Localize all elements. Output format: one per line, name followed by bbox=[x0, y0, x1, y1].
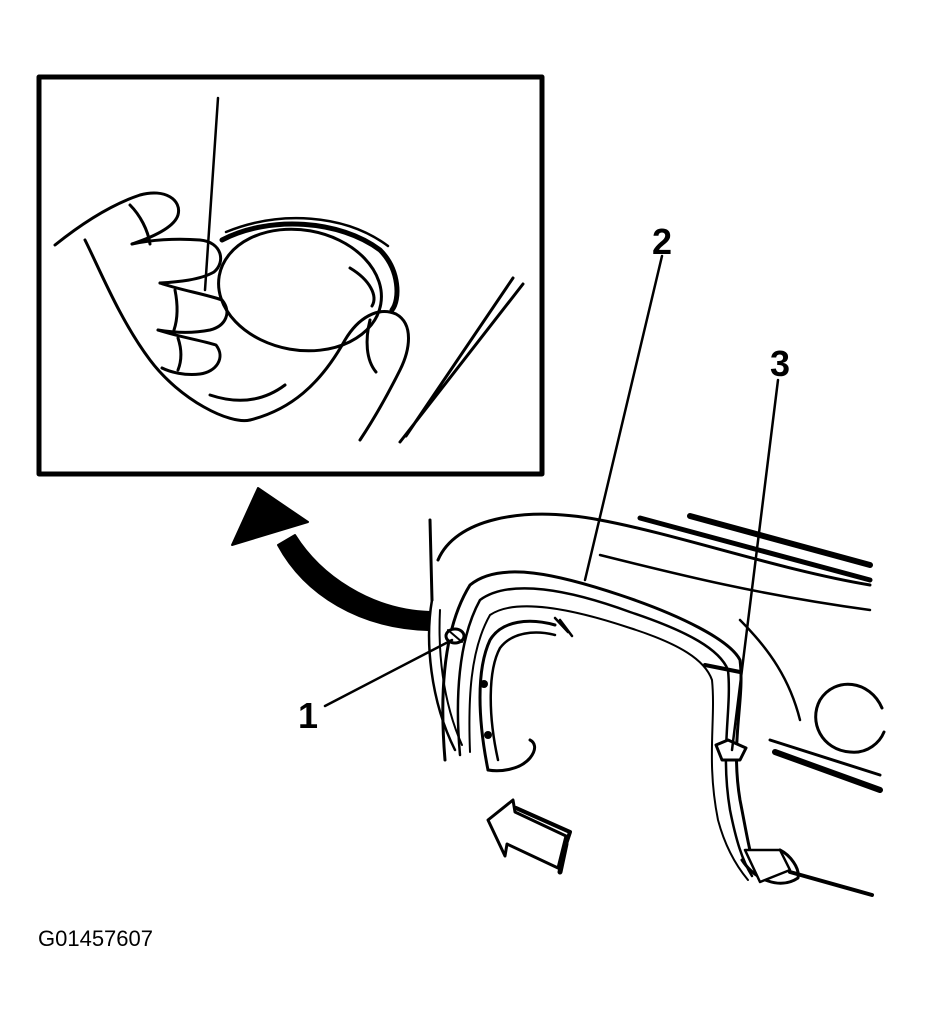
leader-line-1 bbox=[323, 638, 454, 708]
vehicle-body bbox=[427, 512, 886, 897]
figure-id: G01457607 bbox=[38, 926, 153, 951]
right-hand bbox=[208, 310, 410, 442]
inset-detail bbox=[36, 74, 545, 477]
callout-3: 3 bbox=[770, 343, 791, 384]
leader-line-2 bbox=[583, 254, 664, 582]
wheel-flare-molding bbox=[441, 570, 800, 885]
removal-direction-arrow bbox=[231, 487, 431, 631]
inset-body-line bbox=[398, 276, 525, 444]
inset-frame bbox=[36, 74, 545, 477]
inset-panel-edge bbox=[203, 96, 220, 292]
leader-line-3 bbox=[730, 378, 780, 752]
callout-2: 2 bbox=[652, 221, 673, 262]
left-hand bbox=[53, 191, 252, 423]
fuel-door bbox=[814, 682, 886, 754]
push-direction-arrow bbox=[486, 798, 572, 875]
callout-1: 1 bbox=[298, 695, 319, 736]
retainer-clip bbox=[217, 216, 400, 353]
